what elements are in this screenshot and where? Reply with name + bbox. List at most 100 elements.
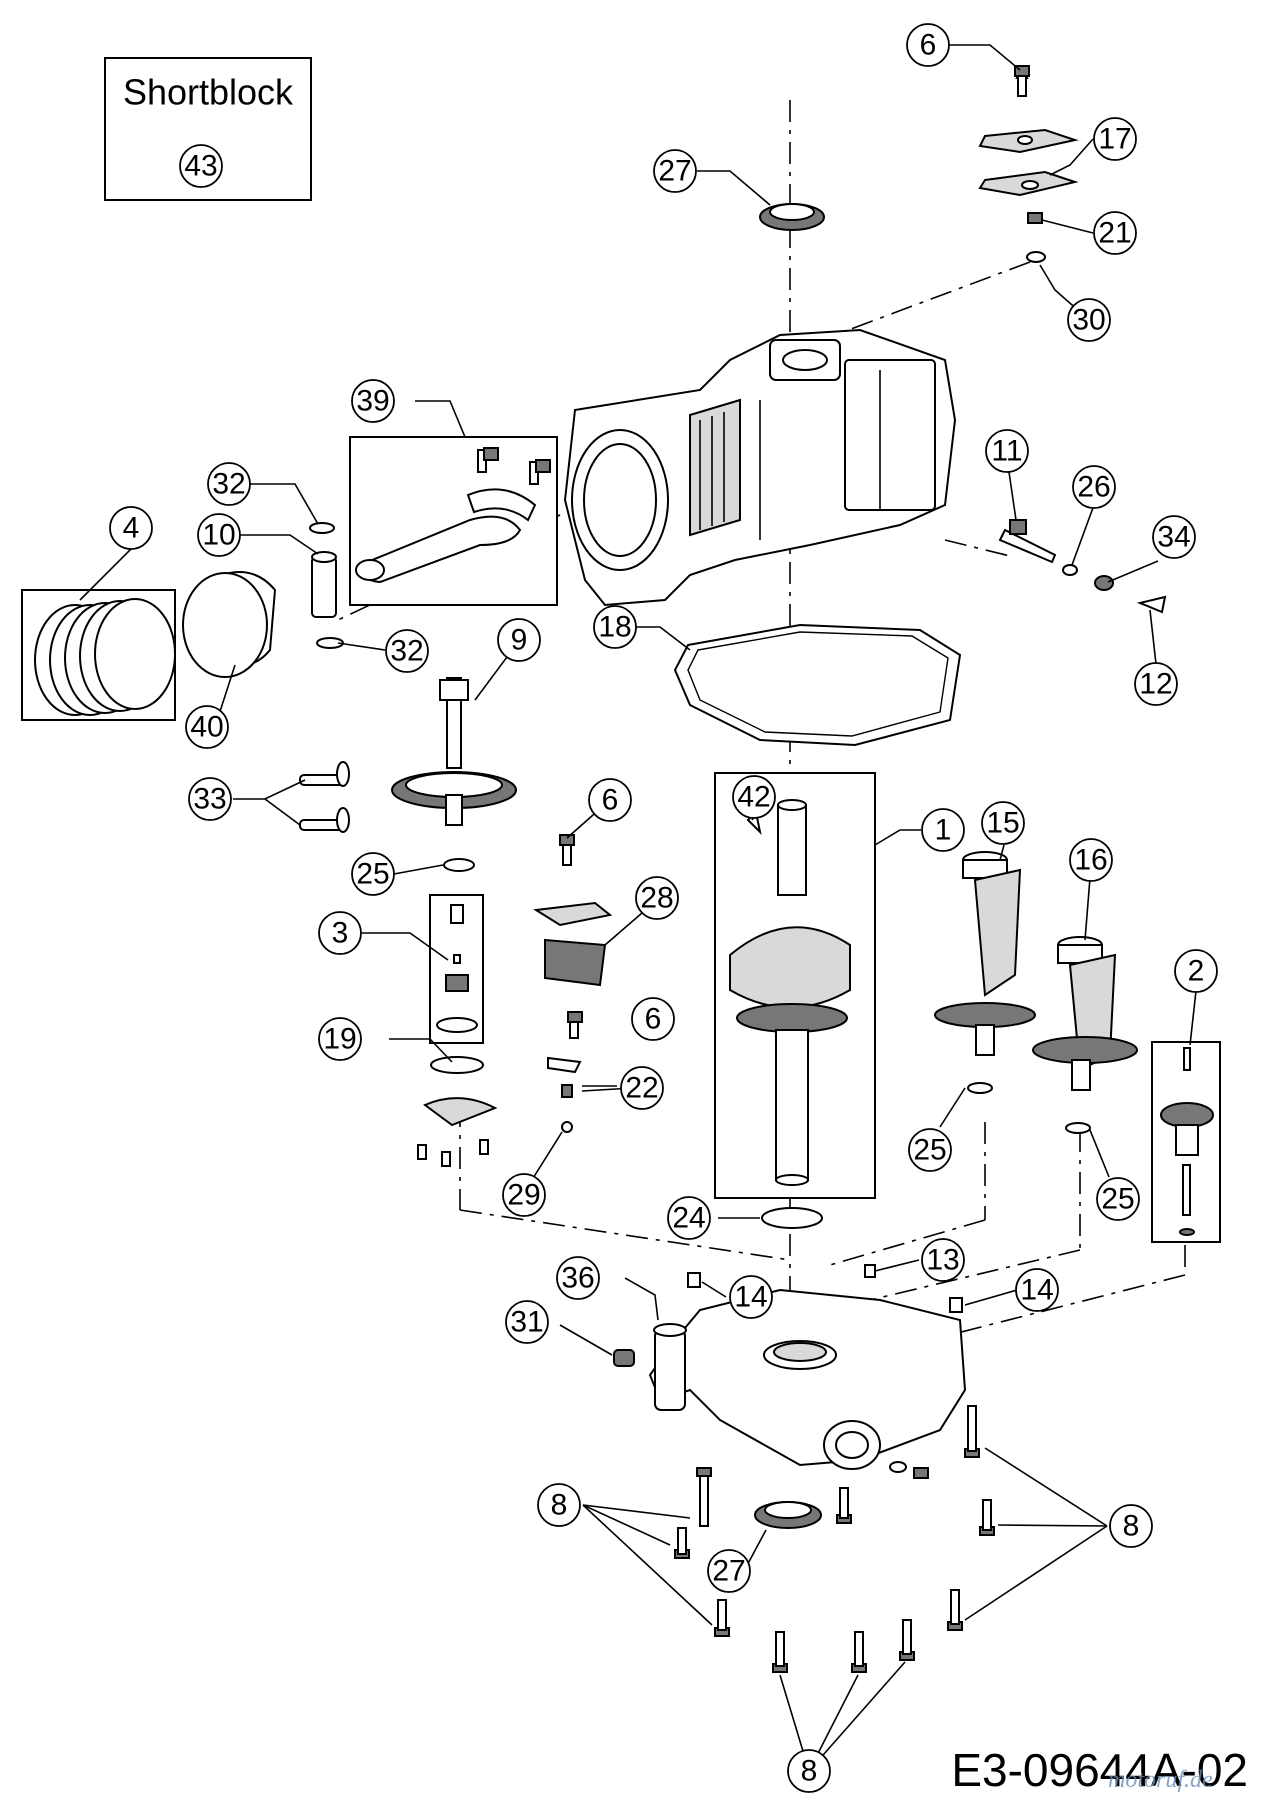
callout-label: 19	[323, 1023, 356, 1056]
callout-32-a: 32	[207, 462, 251, 506]
callout-29: 29	[502, 1173, 546, 1217]
callout-25-c: 25	[1096, 1177, 1140, 1221]
callout-28: 28	[635, 876, 679, 920]
callout-33: 33	[188, 777, 232, 821]
callout-8-left: 8	[537, 1483, 581, 1527]
callout-label: 6	[602, 784, 619, 817]
shortblock-title: Shortblock	[123, 72, 294, 113]
callout-4: 4	[109, 506, 153, 550]
callout-17: 17	[1093, 117, 1137, 161]
shortblock-callout-circle	[179, 144, 223, 188]
callout-label: 33	[193, 783, 226, 816]
callout-label: 26	[1077, 471, 1110, 504]
callout-9: 9	[497, 618, 541, 662]
callout-label: 4	[123, 512, 140, 545]
callout-27-bottom: 27	[707, 1549, 751, 1593]
oil-seal-top	[759, 203, 825, 231]
callout-label: 40	[190, 711, 223, 744]
connecting-rod-box	[349, 436, 558, 606]
callout-22: 22	[620, 1066, 664, 1110]
callout-label: 8	[801, 1755, 818, 1788]
callout-label: 9	[511, 624, 528, 657]
callout-label: 10	[202, 519, 235, 552]
callout-13: 13	[921, 1238, 965, 1282]
breather-parts	[533, 834, 613, 1133]
shortblock-box: Shortblock 43	[104, 57, 312, 201]
cylinder-block	[563, 328, 957, 607]
shortblock-part-number: 43	[184, 150, 217, 183]
callout-1: 1	[921, 808, 965, 852]
callout-label: 25	[356, 858, 389, 891]
callout-14-a: 14	[729, 1275, 773, 1319]
callout-label: 27	[658, 155, 691, 188]
callout-12: 12	[1134, 662, 1178, 706]
bottom-bolts	[674, 1405, 995, 1673]
callout-14-b: 14	[1015, 1268, 1059, 1312]
callout-label: 11	[991, 435, 1022, 468]
callout-24: 24	[667, 1196, 711, 1240]
callout-label: 15	[986, 807, 1019, 840]
callout-label: 39	[356, 385, 389, 418]
callout-8-right: 8	[1109, 1504, 1153, 1548]
governor-gear-box	[1151, 1041, 1221, 1243]
callout-15: 15	[981, 801, 1025, 845]
callout-18: 18	[593, 605, 637, 649]
callout-label: 21	[1098, 217, 1131, 250]
callout-6-top: 6	[906, 23, 950, 67]
callout-11: 11	[985, 429, 1029, 473]
callout-label: 28	[640, 882, 673, 915]
callout-8-bottom: 8	[787, 1749, 831, 1793]
callout-26: 26	[1072, 465, 1116, 509]
callout-31: 31	[505, 1300, 549, 1344]
callout-34: 34	[1152, 515, 1196, 559]
callout-2: 2	[1174, 949, 1218, 993]
callout-36: 36	[556, 1256, 600, 1300]
callout-label: 25	[1101, 1183, 1134, 1216]
callout-label: 32	[390, 635, 423, 668]
callout-label: 42	[737, 781, 770, 814]
callout-label: 25	[913, 1134, 946, 1167]
callout-label: 32	[212, 468, 245, 501]
callout-label: 13	[926, 1244, 959, 1277]
pins	[299, 761, 350, 833]
crankcase-gasket	[673, 623, 962, 747]
callout-27-top: 27	[653, 149, 697, 193]
callout-label: 8	[551, 1489, 568, 1522]
callout-label: 2	[1188, 955, 1205, 988]
watermark-text: motoruf.de	[1108, 1767, 1213, 1793]
callout-39: 39	[351, 379, 395, 423]
callout-label: 8	[1123, 1510, 1140, 1543]
callout-6-low: 6	[631, 997, 675, 1041]
callout-label: 14	[1020, 1274, 1053, 1307]
callout-3: 3	[318, 911, 362, 955]
crankcase-cover	[613, 1207, 967, 1479]
callout-label: 14	[734, 1281, 767, 1314]
callout-label: 22	[625, 1072, 658, 1105]
callout-16: 16	[1069, 838, 1113, 882]
callout-label: 24	[672, 1202, 705, 1235]
callout-30: 30	[1067, 298, 1111, 342]
callout-label: 3	[332, 917, 349, 950]
callout-10: 10	[197, 513, 241, 557]
callout-label: 16	[1074, 844, 1107, 877]
callout-label: 18	[598, 611, 631, 644]
piston-assembly	[21, 522, 344, 721]
callout-label: 6	[920, 29, 937, 62]
callout-25-a: 25	[351, 852, 395, 896]
camshaft-gear	[391, 677, 517, 826]
callout-label: 36	[561, 1262, 594, 1295]
crankshaft-box	[714, 772, 876, 1199]
callout-label: 6	[645, 1003, 662, 1036]
governor-box	[417, 858, 498, 1167]
callout-label: 34	[1157, 521, 1190, 554]
callout-label: 30	[1072, 304, 1105, 337]
callout-label: 17	[1098, 123, 1131, 156]
callout-6-mid: 6	[588, 778, 632, 822]
callout-42: 42	[732, 775, 776, 819]
drawing-code: E3-09644A-02	[951, 1744, 1248, 1796]
governor-parts	[998, 519, 1167, 614]
callout-label: 29	[507, 1179, 540, 1212]
callout-25-b: 25	[908, 1128, 952, 1172]
callout-label: 31	[510, 1306, 543, 1339]
